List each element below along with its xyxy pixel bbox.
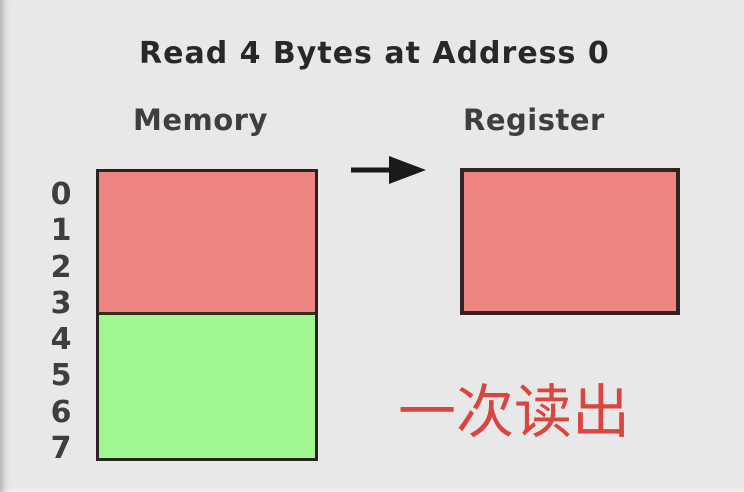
annotation-note: 一次读出 — [398, 378, 631, 446]
address-digit: 0 — [50, 177, 72, 212]
diagram-title: Read 4 Bytes at Address 0 — [139, 36, 610, 71]
address-digit: 7 — [50, 430, 72, 466]
memory-label: Memory — [133, 103, 268, 137]
address-digit: 6 — [50, 394, 72, 430]
register-label: Register — [463, 103, 605, 137]
address-column: 0 1 2 3 4 5 6 7 — [44, 180, 78, 464]
memory-box — [96, 169, 318, 461]
address-digit: 2 — [50, 249, 72, 285]
memory-bytes-0-3-region — [99, 172, 315, 315]
address-digit: 3 — [50, 285, 72, 321]
register-box — [460, 168, 680, 315]
address-digit: 5 — [50, 358, 72, 394]
arrow-right-icon — [351, 156, 426, 184]
address-digit: 1 — [50, 213, 72, 249]
memory-bytes-4-7-region — [99, 315, 315, 458]
address-digit: 4 — [50, 322, 72, 358]
